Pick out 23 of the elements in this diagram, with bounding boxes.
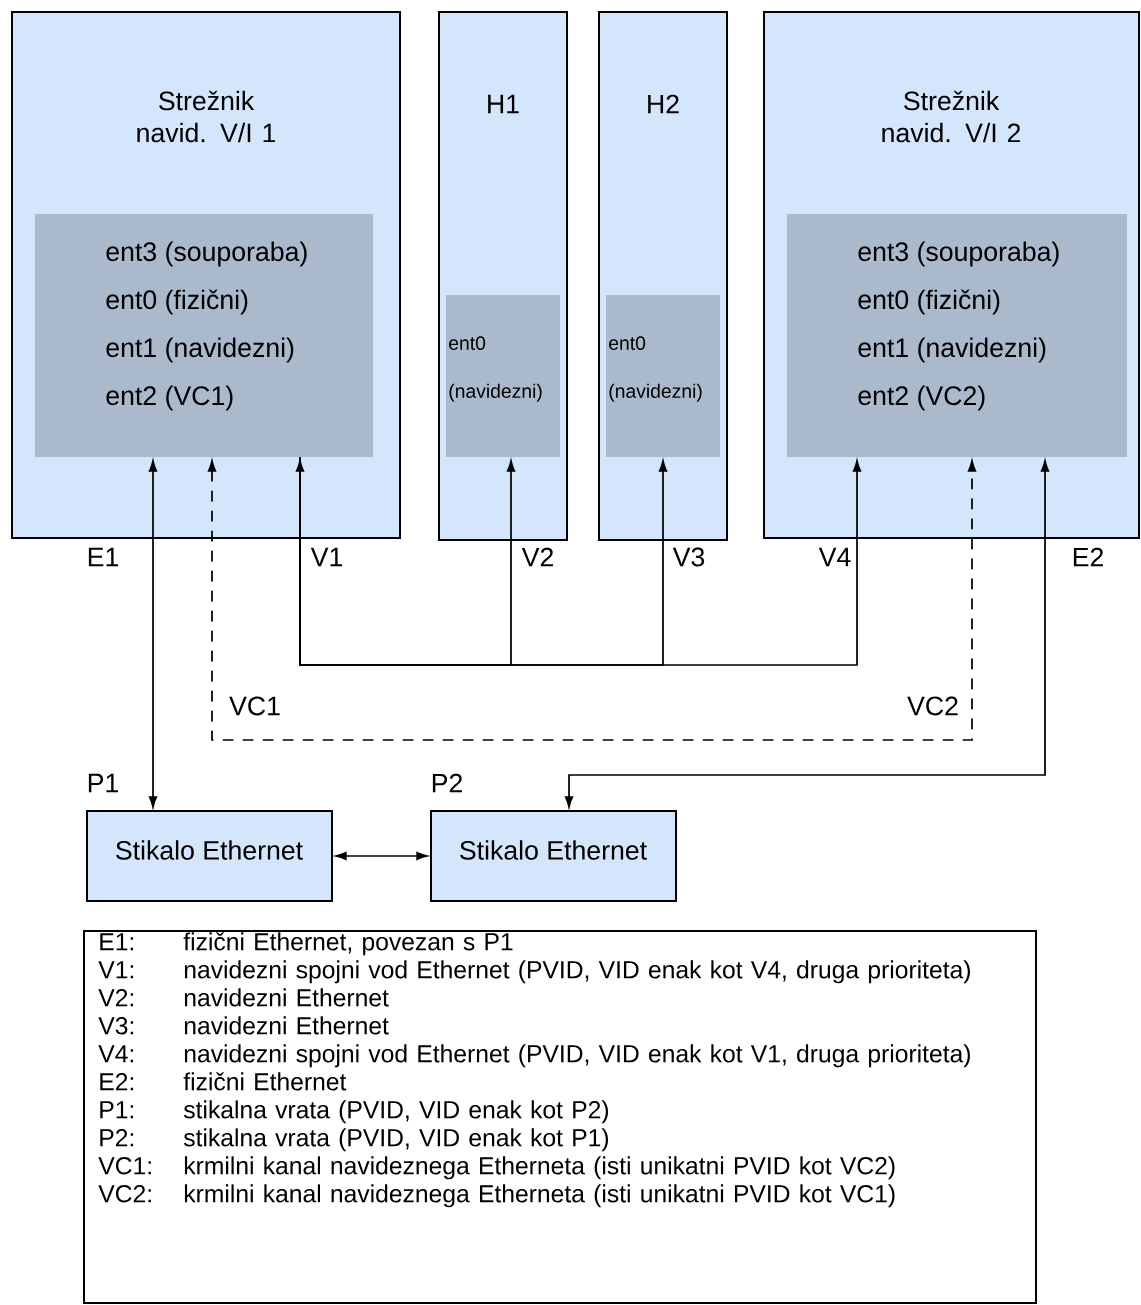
port-label: E1	[84, 545, 122, 569]
connector-arrow	[295, 460, 862, 666]
connector-arrow	[207, 460, 977, 741]
switch-box: Stikalo Ethernet	[86, 810, 333, 902]
port-label: P2	[428, 771, 466, 795]
adapter-panel: ent0 (navidezni)	[606, 295, 720, 457]
edge-label: VC1	[226, 693, 284, 719]
adapter-panel: ent3 (souporaba) ent0 (fizični) ent1 (navidezni) ent2 (VC2)	[787, 214, 1127, 457]
connector-arrow	[148, 460, 158, 808]
adapter-panel: ent3 (souporaba) ent0 (fizični) ent1 (navidezni) ent2 (VC1)	[35, 214, 373, 457]
port-label: V4	[816, 545, 854, 569]
notes-box: E1: fizični Ethernet, povezan s P1 V1: navidezni spojni vod Ethernet (PVID, VID enak kot V4, druga prioriteta) V2: navidezni Ethernet V3: navidezni Ethernet V4: navidezni spojni vod Ethernet (PVID, VID enak kot V1, druga prioriteta) E2: fizični Ethernet P1: stikalna vrata (PVID, VID enak kot P2) P2: stikalna vrata (PVID, VID enak kot P1) VC1: krmilni kanal navideznega Etherneta (isti unikatni PVID kot VC2) VC2: krmilni kanal navideznega Etherneta (isti unikatni PVID kot VC1)	[83, 930, 1037, 1304]
port-label: VC2	[904, 693, 962, 719]
connector-arrow	[335, 851, 428, 861]
adapter-panel: ent0 (navidezni)	[446, 295, 560, 457]
connector-arrow	[299, 456, 668, 666]
switch-box: Stikalo Ethernet	[430, 810, 677, 902]
port-label: V3	[670, 544, 708, 570]
connector-arrow	[564, 460, 1050, 808]
port-label: E2	[1069, 545, 1107, 569]
port-label: V2	[519, 545, 557, 569]
port-label: V1	[308, 545, 346, 569]
port-label: P1	[84, 771, 122, 795]
